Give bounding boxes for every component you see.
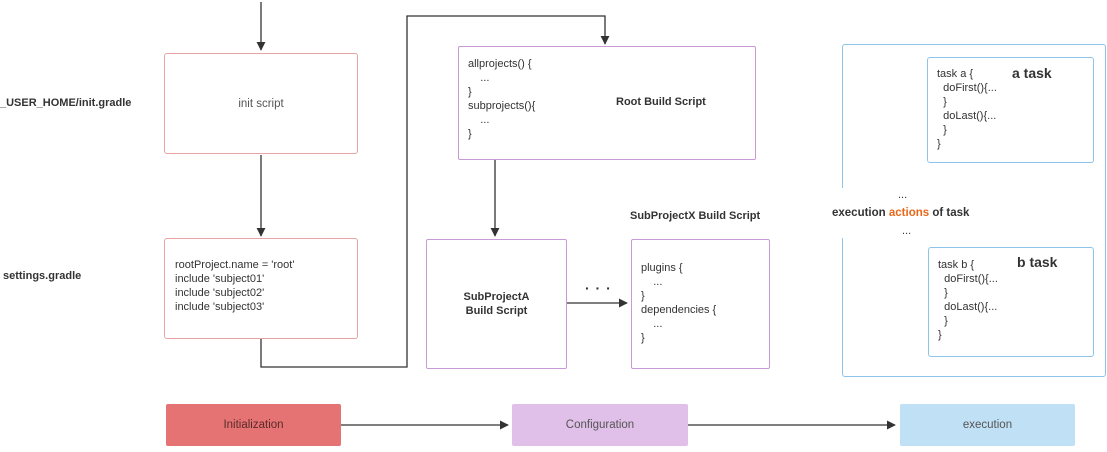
task-a-box: task a { doFirst(){... } doLast(){... } … (927, 57, 1094, 163)
subx-code-line: ... (641, 276, 663, 288)
actions-highlight: actions (888, 207, 930, 219)
subproject-a-subtitle: Build Script (465, 305, 528, 317)
task-b-code-line: doFirst(){... (938, 273, 998, 285)
actions-suffix: of task (929, 207, 970, 219)
task-b-code-line: } (938, 287, 948, 299)
init-script-label: init script (238, 97, 284, 110)
root-code-line: ... (468, 114, 490, 126)
settings-line: include 'subject01' (175, 273, 265, 285)
settings-line: include 'subject02' (175, 287, 265, 299)
arrow-settings-to-root (260, 15, 610, 368)
subproject-a-box: SubProjectA Build Script (426, 239, 567, 369)
task-a-code-line: task a { (937, 68, 974, 80)
root-build-script-title: Root Build Script (616, 96, 706, 108)
subx-code-line: dependencies { (641, 304, 717, 316)
root-code-line: subprojects(){ (468, 100, 536, 112)
task-b-code-line: } (938, 329, 942, 341)
task-a-code-line: } (937, 96, 947, 108)
phase-execution-label: execution (962, 419, 1013, 431)
settings-line: rootProject.name = 'root' (175, 259, 295, 271)
task-b-box: task b { doFirst(){... } doLast(){... } … (928, 247, 1094, 357)
subx-code-line: } (641, 290, 645, 302)
task-b-title: b task (1017, 254, 1058, 270)
settings-box: rootProject.name = 'root' include 'subje… (164, 238, 358, 339)
task-a-code-line: doFirst(){... (937, 82, 997, 94)
task-a-code-line: } (937, 138, 941, 150)
phase-initialization-label: Initialization (223, 419, 284, 431)
subproject-x-title: SubProjectX Build Script (630, 210, 761, 222)
root-code-line: ... (468, 72, 490, 84)
task-b-code-line: } (938, 315, 948, 327)
phase-configuration-label: Configuration (565, 419, 635, 431)
settings-line: include 'subject03' (175, 301, 265, 313)
phase-configuration: Configuration (512, 404, 688, 446)
task-a-title: a task (1012, 65, 1052, 81)
subproject-x-box: plugins { ... } dependencies { ... } (631, 239, 770, 369)
actions-dots-bottom: ... (902, 225, 912, 237)
subx-code-line: plugins { (641, 262, 683, 274)
ellipsis: · · · (585, 280, 612, 296)
subx-code-line: ... (641, 318, 663, 330)
task-b-code-line: task b { (938, 259, 975, 271)
actions-dots-top: ... (898, 189, 908, 201)
execution-actions-label: execution actions of task (832, 207, 969, 219)
init-gradle-label: _USER_HOME/init.gradle (0, 97, 132, 109)
phase-initialization: Initialization (166, 404, 341, 446)
execution-actions-area: ... execution actions of task ... (820, 188, 987, 238)
root-code-line: allprojects() { (468, 58, 532, 70)
root-code-line: } (468, 86, 472, 98)
subproject-a-title: SubProjectA (463, 291, 530, 303)
subx-code-line: } (641, 332, 645, 344)
task-a-code-line: } (937, 124, 947, 136)
settings-gradle-label: settings.gradle (3, 270, 82, 282)
init-script-box: init script (164, 53, 358, 154)
task-b-code-line: doLast(){... (938, 301, 998, 313)
root-code-line: } (468, 128, 472, 140)
actions-prefix: execution (832, 207, 889, 219)
phase-execution: execution (900, 404, 1075, 446)
task-a-code-line: doLast(){... (937, 110, 997, 122)
root-build-script-box: allprojects() { ... } subprojects(){ ...… (458, 46, 756, 160)
